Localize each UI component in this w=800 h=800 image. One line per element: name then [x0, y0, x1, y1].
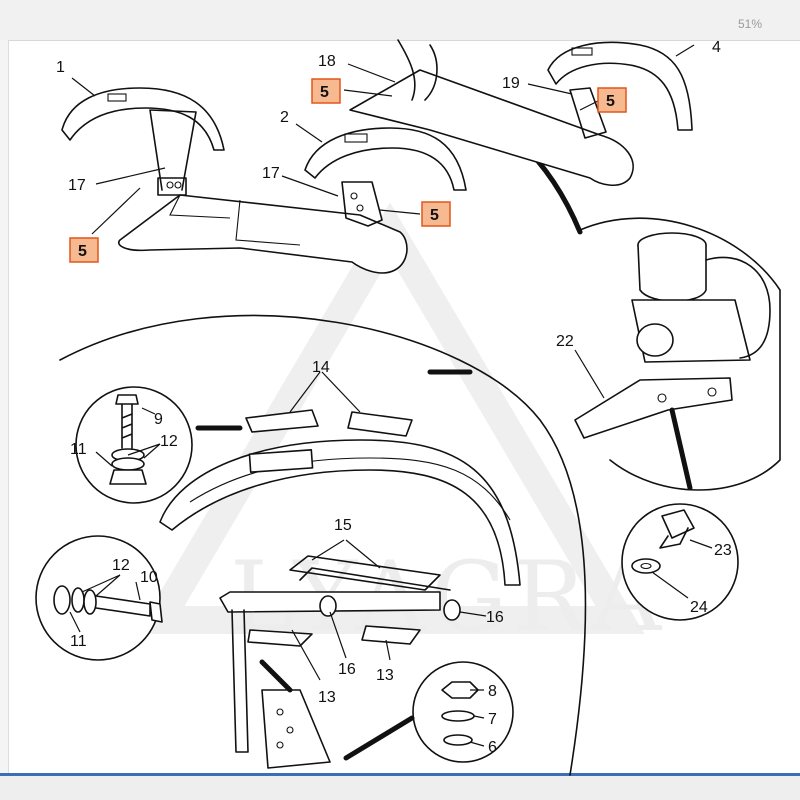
- bolt-detail-circle-left: [75, 386, 193, 504]
- callout-9[interactable]: 9: [154, 411, 163, 428]
- callout-13-left[interactable]: 13: [318, 689, 336, 706]
- callout-24[interactable]: 24: [690, 599, 708, 616]
- callout-22[interactable]: 22: [556, 333, 574, 350]
- callout-16-lower[interactable]: 16: [338, 661, 356, 678]
- nut-detail-circle: [412, 661, 514, 763]
- callout-10[interactable]: 10: [140, 569, 158, 586]
- viewer-left-edge: [0, 40, 9, 780]
- callout-4[interactable]: 4: [712, 39, 721, 56]
- fender-assembly-right: [349, 39, 693, 186]
- callout-1[interactable]: 1: [56, 59, 65, 76]
- callout-18[interactable]: 18: [318, 53, 336, 70]
- viewer-toolbar: 51%: [0, 0, 800, 41]
- highlight-box-5-c: [421, 201, 451, 227]
- fender-assembly-left: [61, 87, 408, 274]
- callout-7[interactable]: 7: [488, 711, 497, 728]
- callout-19[interactable]: 19: [502, 75, 520, 92]
- main-fender: [159, 369, 521, 586]
- callout-17-middle[interactable]: 17: [262, 165, 280, 182]
- highlighted-callouts: 5 5 5 5: [69, 78, 627, 263]
- callout-6[interactable]: 6: [488, 739, 497, 756]
- pump-detail: [574, 217, 781, 491]
- callout-23[interactable]: 23: [714, 542, 732, 559]
- zoom-level[interactable]: 51%: [737, 17, 762, 31]
- highlight-box-5-a: [311, 78, 341, 104]
- highlight-box-5-b: [597, 87, 627, 113]
- callout-5-a[interactable]: 5: [320, 84, 329, 101]
- callout-5-b[interactable]: 5: [606, 93, 615, 110]
- callout-15[interactable]: 15: [334, 517, 352, 534]
- callout-5-d[interactable]: 5: [78, 243, 87, 260]
- watermark: LYAGRA: [135, 202, 661, 653]
- callout-14[interactable]: 14: [312, 359, 330, 376]
- callout-12-lower[interactable]: 12: [112, 557, 130, 574]
- support-frame: [219, 539, 487, 769]
- callout-5-c[interactable]: 5: [430, 207, 439, 224]
- callout-12-top[interactable]: 12: [160, 433, 178, 450]
- callout-8[interactable]: 8: [488, 683, 497, 700]
- callout-16-right[interactable]: 16: [486, 609, 504, 626]
- callout-labels: 1 2 4 18 19 17 17 22 14 9 12 11 15 23 12…: [56, 39, 732, 756]
- callout-11-top[interactable]: 11: [70, 441, 87, 458]
- fender-assembly-middle: [304, 127, 467, 227]
- callout-2[interactable]: 2: [280, 109, 289, 126]
- viewer-bottom-bar: [0, 773, 800, 800]
- bolt-detail-circle-lower: [35, 535, 163, 661]
- callout-17-left[interactable]: 17: [68, 177, 86, 194]
- bolt-detail-circle: [621, 503, 739, 621]
- frame-line: [0, 773, 800, 776]
- callout-11-lower[interactable]: 11: [70, 633, 87, 650]
- highlight-box-5-d: [69, 237, 99, 263]
- callout-13-right[interactable]: 13: [376, 667, 394, 684]
- large-detail-arc: [59, 314, 587, 776]
